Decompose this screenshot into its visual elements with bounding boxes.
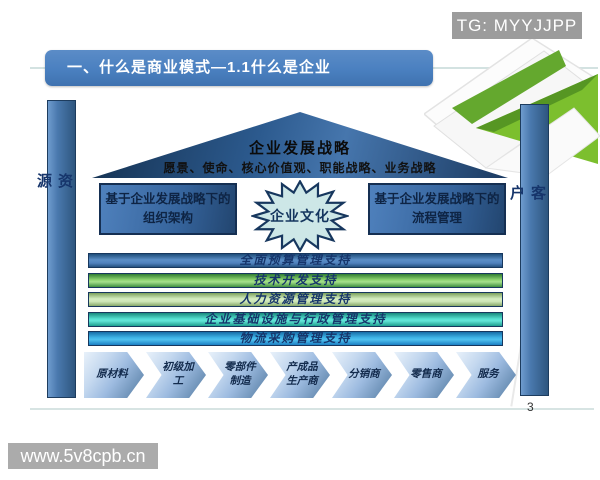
chain-arrow-label: 原材料 <box>96 368 128 380</box>
culture-star-label: 企业文化 <box>270 210 330 225</box>
watermark: www.5v8cpb.cn <box>8 443 158 469</box>
chain-arrow-retailer: 零售商 <box>394 352 454 398</box>
star-burst-icon <box>251 180 349 252</box>
tg-badge: TG: MYYJJPP <box>452 12 582 39</box>
support-bar-hr: 人力资源管理支持 <box>88 292 503 307</box>
page-curl-decoration <box>424 37 600 176</box>
chain-arrow-distributor: 分销商 <box>332 352 392 398</box>
culture-star: 企业文化 <box>251 180 349 252</box>
roof-title: 企业发展战略 <box>248 141 351 157</box>
chain-arrow-label: 产成品生产商 <box>286 361 318 387</box>
slide-title: 一、什么是商业模式—1.1什么是企业 <box>67 59 331 76</box>
organization-structure-box: 基于企业发展战略下的组织架构 <box>99 183 237 235</box>
chain-arrow-label: 零部件制造 <box>224 361 256 387</box>
support-bars: 全面预算管理支持 技术开发支持 人力资源管理支持 企业基础设施与行政管理支持 物… <box>88 253 503 346</box>
support-bar-logistics: 物流采购管理支持 <box>88 331 503 346</box>
chain-arrow-primary-processing: 初级加工 <box>146 352 206 398</box>
process-management-box: 基于企业发展战略下的流程管理 <box>368 183 506 235</box>
support-bar-budget: 全面预算管理支持 <box>88 253 503 268</box>
chain-arrow-label: 服务 <box>477 368 499 380</box>
chain-arrow-raw-material: 原材料 <box>84 352 144 398</box>
chain-arrow-label: 初级加工 <box>162 361 194 387</box>
chain-arrow-label: 零售商 <box>410 368 442 380</box>
page-number: 3 <box>527 400 534 414</box>
horizontal-rule-bottom <box>30 408 594 410</box>
customer-pillar: 客户 <box>508 104 549 396</box>
roof-subtitle: 愿景、使命、核心价值观、职能战略、业务战略 <box>163 161 437 175</box>
chain-arrow-parts-manufacturing: 零部件制造 <box>208 352 268 398</box>
chain-arrow-label: 分销商 <box>348 368 380 380</box>
support-bar-technology: 技术开发支持 <box>88 272 503 288</box>
chain-arrow-service: 服务 <box>456 352 516 398</box>
slide-title-bar: 一、什么是商业模式—1.1什么是企业 <box>45 50 433 86</box>
value-chain: 原材料 初级加工 零部件制造 产成品生产商 分销商 零售商 服务 <box>84 352 520 398</box>
chain-arrow-finished-goods: 产成品生产商 <box>270 352 330 398</box>
support-bar-infrastructure: 企业基础设施与行政管理支持 <box>88 311 503 327</box>
resource-pillar: 资源 <box>35 100 76 398</box>
